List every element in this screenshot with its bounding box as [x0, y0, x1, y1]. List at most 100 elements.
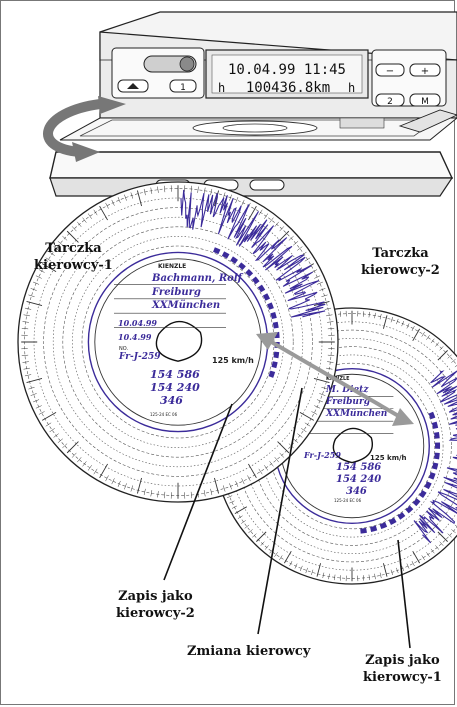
label-disc-driver2-line2: kierowcy-2: [361, 263, 440, 278]
disc1-tick: [324, 307, 332, 310]
disc2-tick: [454, 365, 457, 368]
disc2-tick: [334, 574, 336, 581]
disc1-ring: [72, 236, 284, 448]
disc1-tick: [304, 257, 311, 262]
disc1-activity-bar: [245, 269, 254, 277]
front-drawer-bar[interactable]: [49, 151, 454, 179]
disc1-tick: [143, 188, 146, 196]
disc1-tick: [87, 213, 92, 219]
label-record-driver1: Zapis jako kierowcy-1: [363, 652, 442, 686]
disc1-activity-bar: [272, 321, 279, 329]
leader-record-driver2: [163, 403, 233, 581]
minus-button-label: −: [386, 66, 394, 77]
disc2-activity-bar: [428, 472, 436, 480]
disc1-tick: [111, 478, 115, 485]
disc1-tick: [321, 294, 328, 298]
disc2-footer: 125-24 EC 06: [334, 498, 362, 503]
disc2-tick: [252, 533, 257, 538]
disc1-tick: [150, 187, 153, 194]
disc1-tick: [111, 199, 115, 206]
leader-record-driver1: [397, 539, 411, 649]
disc2-activity-bar: [379, 522, 388, 530]
disc2-tick: [439, 346, 444, 351]
disc1-tick: [319, 288, 326, 291]
minus-button[interactable]: [375, 63, 405, 77]
mode-button[interactable]: [409, 93, 441, 107]
disc1-tick: [53, 433, 59, 438]
disc1-tick: [190, 185, 192, 193]
disc2-tick: [328, 573, 330, 580]
disc2-ring: [260, 354, 444, 538]
disc1-tick: [297, 433, 303, 438]
disc2-tick: [421, 331, 425, 337]
disc1-plate: Fr-J-259: [118, 352, 161, 362]
disc1-tick: [279, 452, 285, 458]
disc1-tick: [24, 307, 32, 310]
driver1-button[interactable]: [169, 79, 197, 93]
disc1-tick: [38, 269, 45, 273]
disc2-ring: [268, 362, 436, 530]
disc1-tick: [99, 205, 108, 221]
disc2-tick: [421, 555, 425, 561]
disc2-tick: [231, 505, 238, 509]
disc2-tick: [437, 350, 448, 361]
disc2-tick: [411, 560, 415, 567]
disc1-name-line-2: Freiburg: [151, 287, 201, 298]
disc1-tick: [157, 186, 159, 193]
disc1-tick: [71, 452, 77, 458]
disc2-name-line-2: Freiburg: [325, 397, 370, 407]
disc2-activity-bar: [412, 498, 421, 507]
disc2-name-line-3: XXMünchen: [325, 408, 387, 419]
disc2-activity-bar: [434, 452, 440, 460]
disc1-tick: [26, 378, 43, 384]
disc1-distance: 346: [160, 394, 183, 407]
disc2-tick: [412, 328, 421, 342]
disc1-ring: [43, 207, 313, 477]
tachograph-device: [43, 11, 457, 197]
disc1-tick: [82, 461, 87, 467]
driver2-button[interactable]: [375, 93, 405, 107]
disc1-tick: [327, 328, 335, 330]
plus-button[interactable]: [409, 63, 441, 77]
disc1-tick: [87, 465, 92, 471]
disc2-tick: [256, 531, 267, 542]
disc2-activity-bar: [388, 517, 397, 525]
disc2-tick: [390, 569, 393, 576]
disc1-tick: [124, 194, 127, 201]
disc2-tick: [454, 524, 457, 527]
disc1-tick: [105, 202, 109, 209]
disc2-tick: [316, 563, 322, 577]
disc1-tick: [301, 428, 307, 433]
disc2-tick: [248, 529, 253, 534]
disc1-speed-label: 125 km/h: [212, 356, 254, 365]
disc1-tick: [28, 294, 35, 298]
disc1-tick: [197, 186, 199, 193]
disc2-speed-label: 125 km/h: [370, 454, 407, 462]
label-record-driver2: Zapis jako kierowcy-2: [116, 588, 195, 622]
label-disc-driver1: Tarczka kierowcy-1: [34, 240, 113, 274]
disc1-tick: [30, 288, 37, 291]
disc1-tick: [241, 478, 245, 485]
disc1-activity-bar: [257, 284, 266, 293]
disc1-tick: [316, 399, 323, 403]
driver1-disc-center-text: KIENZLE Bachmann, Rolf Freiburg XXMünche…: [118, 263, 254, 417]
disc2-activity-bar: [431, 421, 439, 429]
leader-lines: [163, 387, 411, 649]
disc2-plate: Fr-J-259: [303, 450, 341, 460]
disc1-tick: [297, 246, 303, 251]
disc2-tick: [294, 563, 298, 569]
disc2-tick: [406, 563, 410, 569]
label-disc-driver1-line2: kierowcy-1: [34, 258, 113, 273]
disc1-tick: [124, 483, 127, 490]
disc1-tick: [277, 230, 290, 243]
disc1-tick: [314, 405, 321, 409]
disc1-tick: [57, 438, 63, 443]
disc1-tick: [304, 422, 311, 427]
disc1-activity-bar: [230, 256, 238, 264]
disc1-tick: [327, 321, 334, 323]
disc2-activity-bar: [419, 490, 427, 499]
disc2-tick: [305, 567, 308, 574]
disc1-tick: [82, 217, 87, 223]
disc2-speed-trace: [413, 370, 457, 544]
disc1-activity-bar: [262, 293, 271, 301]
